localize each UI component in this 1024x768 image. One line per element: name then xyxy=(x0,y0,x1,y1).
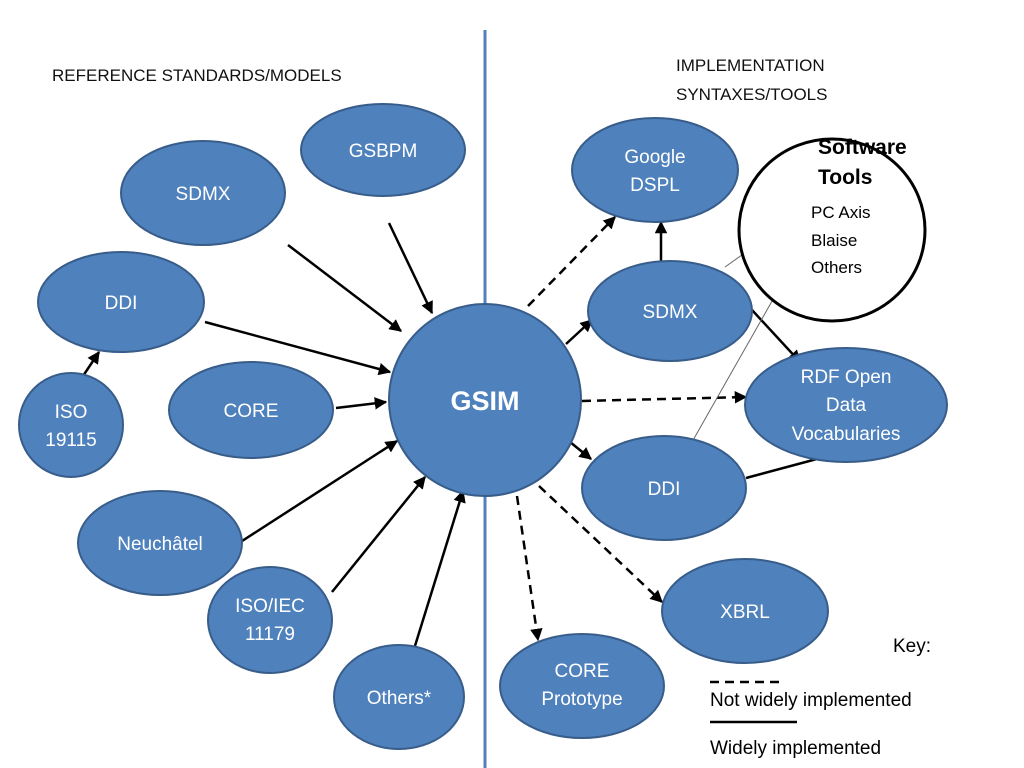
node-xbrl-label: XBRL xyxy=(720,602,770,623)
key-solid-label: Widely implemented xyxy=(710,738,881,759)
node-core-prototype: CORE Prototype xyxy=(499,633,665,739)
arrow-isoiec-gsim xyxy=(331,476,426,593)
node-gsbpm-label: GSBPM xyxy=(349,141,418,162)
node-sdmx-right-label: SDMX xyxy=(643,302,698,323)
left-arrows xyxy=(73,222,466,663)
arrow-sdmx-gsim xyxy=(287,244,402,332)
arrow-gsim-ddi xyxy=(569,441,592,460)
software-tool-item: PC Axis xyxy=(811,203,871,222)
software-tool-item: Blaise xyxy=(811,231,857,250)
node-neuchatel-label: Neuchâtel xyxy=(117,534,203,555)
node-others: Others* xyxy=(333,644,465,750)
node-rdf: RDF Open Data Vocabularies xyxy=(744,347,948,463)
arrow-gsim-google xyxy=(527,216,616,307)
arrow-gsim-rdf xyxy=(581,391,748,404)
node-isoiec-label-1: ISO/IEC xyxy=(235,596,305,617)
node-google-dspl: Google DSPL xyxy=(571,117,739,223)
key-title: Key: xyxy=(893,636,931,657)
node-gsbpm: GSBPM xyxy=(300,103,466,197)
node-isoiec11179: ISO/IEC 11179 xyxy=(207,566,333,674)
node-core-left-label: CORE xyxy=(224,401,279,422)
arrow-gsim-xbrl xyxy=(538,485,663,603)
node-gsim-label: GSIM xyxy=(450,386,519,416)
node-rdf-label-2: Data xyxy=(826,395,867,416)
arrow-gsim-core-prototype xyxy=(515,495,543,642)
node-iso19115: ISO 19115 xyxy=(18,372,124,478)
software-tools-title-1: Software xyxy=(818,136,907,159)
node-sdmx-right: SDMX xyxy=(587,260,753,362)
arrow-core-gsim xyxy=(335,397,388,410)
right-heading-line2: SYNTAXES/TOOLS xyxy=(676,85,827,104)
arrow-neuchatel-gsim xyxy=(238,439,399,545)
arrow-sdmx-rdf xyxy=(751,309,801,363)
node-core-prototype-label-2: Prototype xyxy=(541,689,622,710)
left-heading: REFERENCE STANDARDS/MODELS xyxy=(52,66,342,85)
node-isoiec-label-2: 11179 xyxy=(245,624,295,645)
arrow-gsbpm-gsim xyxy=(387,222,434,315)
node-gsim: GSIM xyxy=(388,303,582,497)
node-others-label: Others* xyxy=(367,688,432,709)
right-heading-line1: IMPLEMENTATION xyxy=(676,56,825,75)
node-ddi-left: DDI xyxy=(37,251,205,353)
node-ddi-right: DDI xyxy=(581,435,747,541)
node-google-label-2: DSPL xyxy=(630,175,680,196)
arrow-gsim-sdmx xyxy=(565,319,593,345)
node-ddi-left-label: DDI xyxy=(105,293,138,314)
arrow-others-gsim xyxy=(408,489,466,663)
node-rdf-label-1: RDF Open xyxy=(801,367,892,388)
node-rdf-label-3: Vocabularies xyxy=(792,424,901,445)
key-dashed-label: Not widely implemented xyxy=(710,690,912,711)
right-arrows xyxy=(515,216,845,642)
software-tools-title-2: Tools xyxy=(818,166,872,189)
arrow-ddi-gsim xyxy=(204,320,392,376)
node-iso19115-label-2: 19115 xyxy=(45,430,96,451)
node-iso19115-label-1: ISO xyxy=(55,402,88,423)
node-google-label-1: Google xyxy=(624,147,685,168)
node-sdmx-left-label: SDMX xyxy=(176,184,231,205)
node-core-left: CORE xyxy=(168,361,334,459)
node-sdmx-left: SDMX xyxy=(120,140,286,246)
node-neuchatel: Neuchâtel xyxy=(77,490,243,596)
software-tools-circle xyxy=(737,137,927,323)
node-ddi-right-label: DDI xyxy=(648,479,681,500)
node-xbrl: XBRL xyxy=(661,558,829,664)
software-tools-bubble: Software Tools PC Axis Blaise Others xyxy=(737,136,927,323)
node-core-prototype-label-1: CORE xyxy=(555,661,610,682)
legend-key: Key: Not widely implemented Widely imple… xyxy=(710,636,931,759)
software-tool-item: Others xyxy=(811,258,862,277)
